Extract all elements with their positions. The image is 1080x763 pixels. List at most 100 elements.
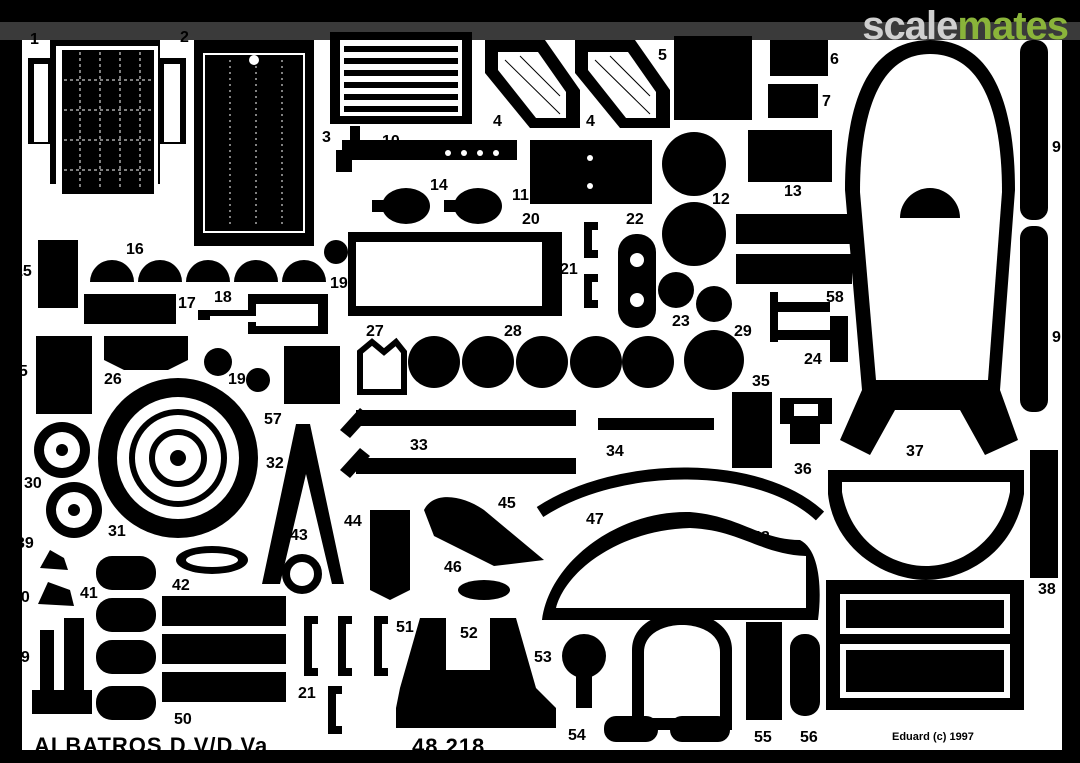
part-number-label: 4 [586,113,595,130]
part-number-label: 31 [108,523,126,540]
part-6 [770,40,828,76]
sheet-code: 48 218 [412,734,486,759]
part-number-label: 28 [504,323,522,340]
part-19-b [204,348,232,376]
part-number-label: 32 [266,455,284,472]
part-number-label: 19 [228,371,246,388]
part-14-grips [372,188,502,224]
part-number-label: 35 [752,373,770,390]
maker-credit: Eduard (c) 1997 [892,731,974,743]
part-37-shield [828,470,1024,580]
part-bar-b [736,254,852,284]
part-11 [530,140,652,204]
part-number-label: 30 [24,475,42,492]
part-number-label: 44 [344,513,362,530]
part-number-label: 14 [430,177,448,194]
part-number-label: 33 [410,437,428,454]
part-49 [32,618,92,714]
part-number-label: 45 [498,495,516,512]
part-number-label: 42 [172,577,190,594]
part-number-label: 21 [298,685,316,702]
watermark-part2: mates [957,4,1069,48]
part-40 [38,582,74,606]
part-23-b [696,286,732,322]
part-4-struts [485,40,670,128]
part-number-label: 6 [830,51,839,68]
part-number-label: 53 [534,649,552,666]
part-number-label: 46 [444,559,462,576]
part-24-58 [770,292,848,362]
part-number-label: 16 [126,241,144,258]
part-number-label: 17 [178,295,196,312]
part-53 [562,634,606,708]
part-number-label: 13 [784,183,802,200]
part-number-label: 29 [734,323,752,340]
part-34 [598,418,714,430]
part-9-straps [1020,40,1048,412]
part-12-disc-a [662,132,726,196]
part-number-label: 15 [14,263,32,280]
part-22 [618,234,656,328]
part-number-label: 10 [382,133,400,150]
part-2-floor [194,40,314,246]
part-number-label: 50 [174,711,192,728]
part-number-label: 56 [800,729,818,746]
part-3-radiator [330,32,472,124]
part-number-label: 11 [512,187,529,204]
part-27 [357,337,407,395]
part-12-disc-b [662,202,726,266]
part-number-label: 18 [214,289,232,306]
part-25 [36,336,92,414]
sheet-title: ALBATROS D.V/D.Va [34,733,269,758]
part-number-label: 4 [493,113,502,130]
part-19-a [324,240,348,264]
part-50-bars [162,596,286,702]
part-number-label: 12 [712,191,730,208]
part-48-panel [542,511,820,730]
part-19-c [246,368,270,392]
part-number-label: 37 [906,443,924,460]
part-number-label: 41 [80,585,98,602]
part-15 [38,240,78,308]
part-number-label: 43 [290,527,308,544]
part-number-label: 9 [1052,329,1061,346]
part-46 [458,580,510,600]
part-number-label: 27 [366,323,384,340]
part-number-label: 23 [672,313,690,330]
part-17 [84,294,176,324]
part-26 [104,336,188,370]
part-1-seat [28,40,186,196]
part-number-label: 20 [522,211,540,228]
part-29 [684,330,744,390]
part-44 [370,510,410,600]
part-number-label: 3 [322,129,331,146]
part-number-label: 47 [586,511,604,528]
part-10-bar [336,126,517,172]
watermark-part1: scale [862,4,958,48]
part-number-label: 40 [12,589,30,606]
part-43 [262,424,344,584]
part-41-links [96,556,156,720]
part-23-a [658,272,694,308]
part-31-hub [46,482,102,538]
part-33-straps [340,408,576,478]
part-small-block [284,346,340,404]
part-30-hub [34,422,90,478]
part-36 [780,398,832,444]
part-number-label: 5 [658,47,667,64]
part-number-label: 24 [804,351,822,368]
part-32-wheel [98,378,258,538]
part-35 [732,392,772,468]
part-number-label: 25 [10,363,28,380]
part-54-rings [604,716,730,742]
part-number-label: 2 [180,29,189,46]
part-number-label: 58 [826,289,844,306]
part-56 [790,634,820,716]
part-number-label: 54 [568,727,586,744]
part-number-label: 52 [460,625,478,642]
part-28-discs [408,336,674,388]
part-number-label: 55 [754,729,772,746]
part-number-label: 57 [264,411,282,428]
